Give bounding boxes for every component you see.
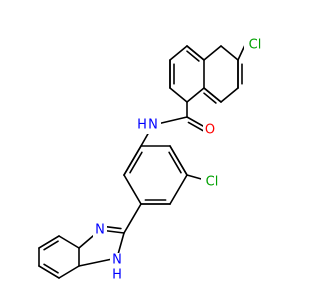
bond [220, 87, 239, 103]
bond [203, 45, 222, 61]
atom-n-amide-h: H [137, 118, 147, 133]
molecule-structure: Cl O H N Cl N N H [38, 36, 266, 285]
bond [123, 203, 142, 234]
bond [203, 87, 222, 103]
bond [186, 50, 200, 62]
bond [129, 151, 143, 174]
atom-labels: Cl O H N Cl N N H [93, 36, 266, 285]
bond [58, 235, 80, 249]
bond [43, 263, 59, 274]
atom-cl-phenyl-label: Cl [206, 175, 219, 190]
bond [187, 121, 206, 133]
bond [168, 151, 182, 174]
bond [169, 174, 188, 205]
bond [58, 265, 80, 279]
bond [169, 87, 188, 103]
bond [186, 87, 205, 103]
bond [237, 44, 246, 61]
bond [43, 240, 59, 251]
bond [169, 45, 188, 61]
atom-cl-naphthalene: Cl [244, 36, 266, 54]
atom-cl-phenyl: Cl [201, 173, 223, 191]
atom-n-amide: H N [133, 116, 161, 134]
bond [203, 92, 217, 104]
atom-o-amide: O [203, 121, 217, 139]
atom-nh-imidazole-label: N [112, 253, 122, 268]
bond [220, 45, 239, 61]
bonds [38, 44, 246, 279]
bond [38, 265, 60, 279]
atom-o-amide-label: O [205, 123, 215, 138]
atom-n-amide-label: N [148, 118, 158, 133]
atom-n-imidazole-label: N [95, 223, 105, 238]
bond [186, 45, 205, 61]
atom-n-imidazole: N [93, 221, 107, 239]
atom-nh-imidazole-h: H [112, 268, 122, 283]
bond [123, 174, 142, 205]
bond [123, 145, 142, 176]
bond [38, 235, 60, 249]
atom-cl-naphthalene-label: Cl [249, 38, 262, 53]
atom-nh-imidazole: N H [110, 253, 124, 285]
bond [169, 145, 188, 176]
